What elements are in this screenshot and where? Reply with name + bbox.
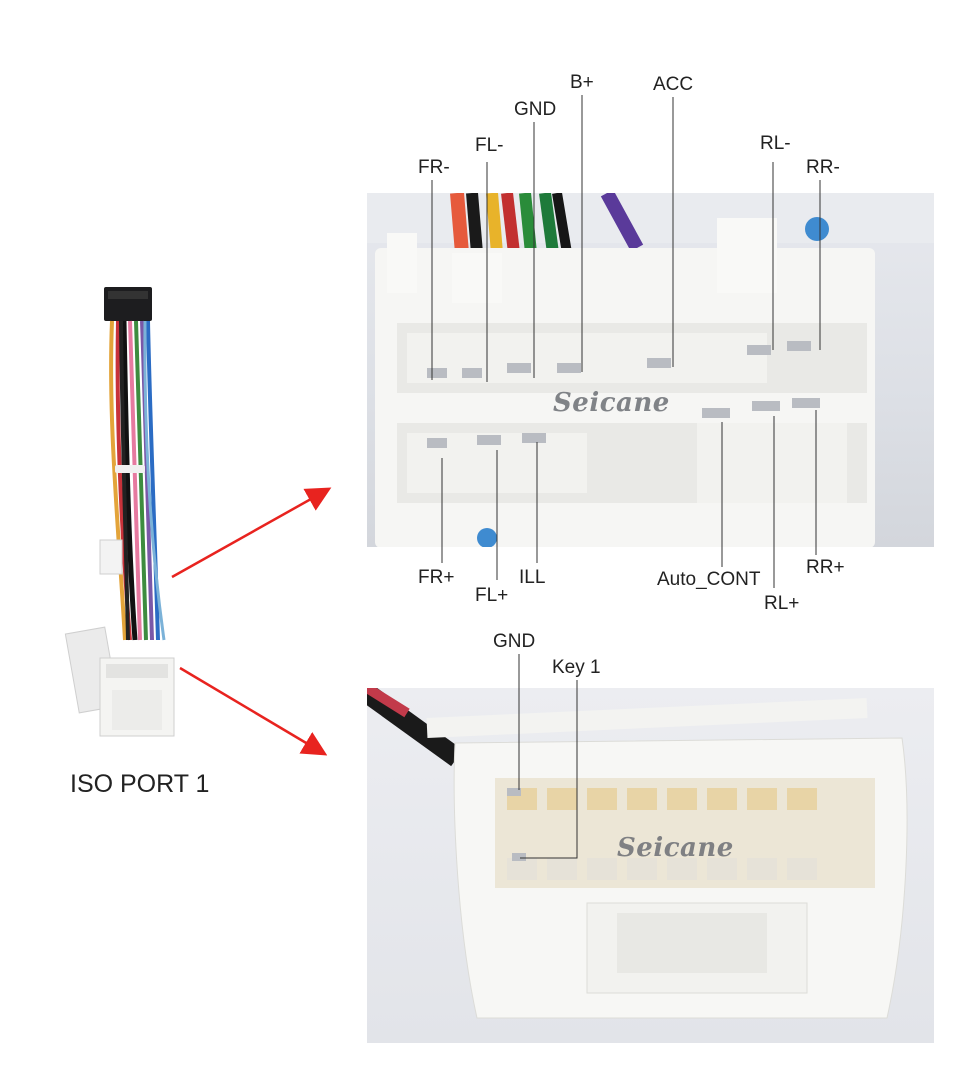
top-connector-photo: Seicane: [367, 193, 934, 547]
label-fl-plus: FL+: [475, 585, 509, 606]
label-fr-minus: FR-: [418, 157, 450, 178]
label-ill: ILL: [519, 567, 546, 588]
bottom-connector-drawing: [367, 688, 908, 1019]
bottom-connector-photo: Seicane: [367, 688, 934, 1043]
label-fr-plus: FR+: [418, 567, 455, 588]
arrow-to-top-connector: [171, 487, 332, 579]
label-rr-minus: RR-: [806, 157, 840, 178]
label-rl-minus: RL-: [760, 133, 791, 154]
label-rr-plus: RR+: [806, 557, 845, 578]
label-fl-minus: FL-: [475, 135, 504, 156]
label-auto-cont: Auto_CONT: [657, 569, 761, 590]
label-key1: Key 1: [552, 657, 601, 678]
wiring-harness-image: [64, 287, 175, 737]
iso-port-label: ISO PORT 1: [70, 770, 210, 798]
label-gnd-bottom: GND: [493, 631, 536, 652]
top-connector-drawing: [367, 193, 934, 547]
seicane-watermark-top: Seicane: [553, 388, 670, 418]
label-b-plus: B+: [570, 72, 594, 93]
seicane-watermark-bottom: Seicane: [617, 833, 734, 863]
arrow-to-bottom-connector: [179, 666, 328, 756]
label-gnd: GND: [514, 99, 557, 120]
label-rl-plus: RL+: [764, 593, 800, 614]
label-acc: ACC: [653, 74, 694, 95]
